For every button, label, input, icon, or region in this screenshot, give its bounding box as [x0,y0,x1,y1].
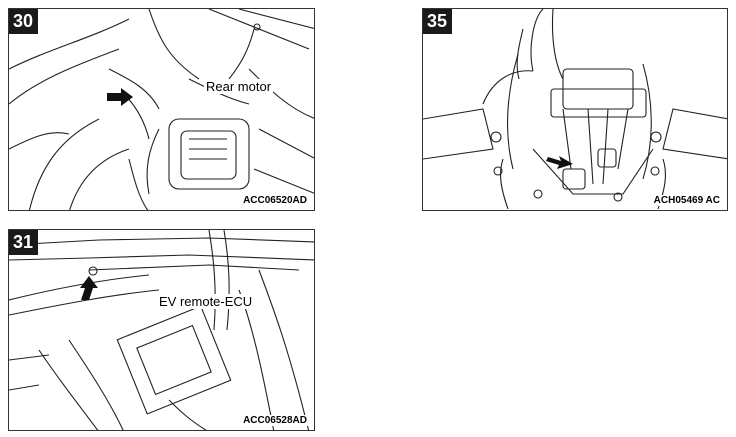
callout-label: Rear motor [204,79,274,94]
figure-number: 31 [9,230,39,255]
arrow-icon [80,276,98,300]
connector-illustration [423,9,727,210]
figure-35: 35 ACH05469 AC [422,8,728,211]
figure-code: ACC06520AD [242,195,308,206]
figure-code: ACC06528AD [242,415,308,426]
callout-label: EV remote-ECU [157,294,255,309]
figure-number: 30 [9,9,39,34]
figure-30: 30 Rear motor ACC06520AD [8,8,315,211]
figure-31: 31 EV remote-ECU ACC06528AD [8,229,315,431]
rear-motor-illustration [9,9,314,210]
arrow-icon [546,156,573,169]
figure-code: ACH05469 AC [652,195,721,206]
ev-remote-ecu-illustration [9,230,314,430]
arrow-icon [107,88,133,106]
figure-number: 35 [423,9,453,34]
